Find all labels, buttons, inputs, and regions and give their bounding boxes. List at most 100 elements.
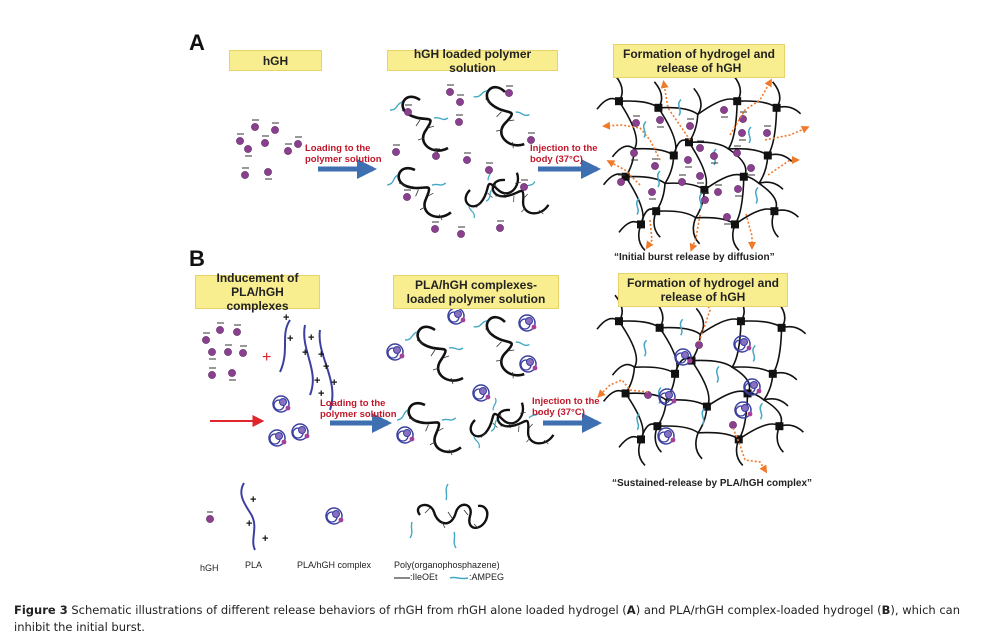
ampeg-chain [679, 318, 684, 336]
hydrogel-network-a [596, 74, 810, 252]
ampeg-chain [642, 120, 647, 138]
polymer-solution-a [383, 82, 553, 238]
hgh-molecule [239, 345, 247, 357]
positive-charge: + [331, 377, 337, 389]
caption-text-2: ) and PLA/rhGH complex-loaded hydrogel ( [635, 603, 882, 617]
pla-chain [279, 319, 291, 373]
release-path [602, 121, 661, 161]
pla-hgh-complex [386, 343, 406, 361]
label-inducement: Inducement of PLA/hGH complexes [195, 271, 320, 313]
pla-hgh-complex [743, 378, 763, 396]
hgh-molecule [216, 322, 224, 334]
release-path [698, 298, 712, 343]
crosslink-node [739, 172, 748, 181]
pla-hgh-complex [268, 429, 288, 447]
hgh-molecule [632, 115, 640, 127]
hgh-molecule [456, 94, 464, 106]
plus-sign-red: + [262, 349, 271, 366]
hgh-molecule [392, 144, 400, 156]
ampeg-chain [677, 98, 682, 116]
hgh-molecule [738, 129, 746, 141]
ampeg-chain [759, 402, 764, 420]
pla-chain [318, 329, 334, 411]
caption-text-3: ), which can inhibit the initial burst. [14, 603, 961, 634]
positive-charge: + [283, 312, 289, 324]
pla-chains: +++++++++ [279, 312, 337, 411]
svg-text:+: + [262, 533, 268, 545]
hgh-molecule [202, 332, 210, 344]
hgh-molecule [261, 135, 269, 147]
arrow-loading-a-line1: Loading to the [305, 143, 371, 154]
crosslink-node [669, 151, 678, 160]
pla-hgh-complex [734, 401, 754, 419]
ampeg-chain [656, 170, 661, 188]
label-formation-b: Formation of hydrogel and release of hGH [618, 273, 788, 307]
label-hgh-loaded-solution: hGH loaded polymer solution [387, 47, 558, 75]
hgh-molecule [651, 158, 659, 170]
legend-pla-icon: + + + [240, 482, 268, 551]
hgh-molecule [684, 156, 692, 168]
legend-label-hgh: hGH [200, 563, 219, 573]
crosslink-node [733, 97, 742, 106]
release-path [764, 125, 810, 141]
hgh-molecule [696, 172, 704, 184]
complexes-formed [268, 395, 311, 447]
release-path [732, 427, 768, 474]
crosslink-node [637, 220, 645, 229]
legend-label-ileoet: :IleOEt [410, 572, 438, 582]
arrow-injection-b-line1: Injection to the [532, 396, 600, 407]
arrow-loading-a-line2: polymer solution [305, 154, 382, 165]
hgh-molecule [455, 114, 463, 126]
hgh-molecule [527, 132, 535, 144]
crosslink-node [763, 151, 772, 160]
hgh-molecule [648, 188, 656, 200]
legend-polymer-icon [409, 483, 489, 549]
hgh-molecule [747, 164, 755, 176]
label-hgh: hGH [229, 50, 322, 71]
hgh-molecule [264, 168, 272, 180]
svg-text:+: + [250, 494, 256, 506]
positive-charge: + [287, 333, 293, 345]
legend-ampeg-line [449, 576, 469, 580]
arrow-injection-b-line2: body (37°C) [532, 407, 585, 418]
crosslink-node [621, 389, 630, 398]
ampeg-chain [715, 365, 720, 383]
hgh-molecule [656, 116, 664, 128]
ampeg-chain [636, 413, 640, 431]
hgh-molecule [284, 143, 292, 155]
hgh-molecule [734, 185, 742, 197]
caption-ref-a: A [626, 603, 636, 617]
crosslink-node [615, 317, 623, 326]
hgh-molecules-b [202, 322, 247, 381]
ampeg-chain [698, 192, 703, 210]
positive-charge: + [318, 349, 324, 361]
hgh-molecule [457, 226, 465, 238]
hgh-molecule [271, 122, 279, 134]
release-path [597, 379, 649, 398]
crosslink-node [775, 422, 784, 431]
crosslink-node [621, 172, 630, 181]
pla-hgh-complex [733, 335, 753, 353]
arrow-injection-b-label: Injection to the body (37°C) [532, 396, 600, 418]
hgh-molecule [228, 369, 236, 381]
release-path [645, 219, 654, 250]
hgh-molecule [485, 162, 493, 174]
hgh-molecule [431, 221, 439, 233]
release-path [660, 80, 691, 141]
gel-strand [688, 87, 708, 245]
arrow-injection-a-line1: Injection to the [530, 143, 598, 154]
hgh-molecule [733, 145, 741, 157]
crosslink-node [702, 402, 711, 411]
polymer-chain [403, 325, 465, 386]
hgh-molecule [739, 111, 747, 123]
legend-label-complex: PLA/hGH complex [297, 560, 372, 570]
polymer-solution-b [386, 307, 558, 467]
polymer-chain [479, 163, 553, 237]
hgh-molecule [710, 152, 718, 164]
ampeg-chain [643, 339, 648, 357]
quote-sustained-release: “Sustained-release by PLA/hGH complex” [612, 478, 813, 489]
legend-label-pla: PLA [245, 560, 263, 570]
crosslink-node [768, 369, 777, 378]
legend-label-ampeg: :AMPEG [469, 572, 505, 582]
crosslink-node [655, 323, 664, 332]
